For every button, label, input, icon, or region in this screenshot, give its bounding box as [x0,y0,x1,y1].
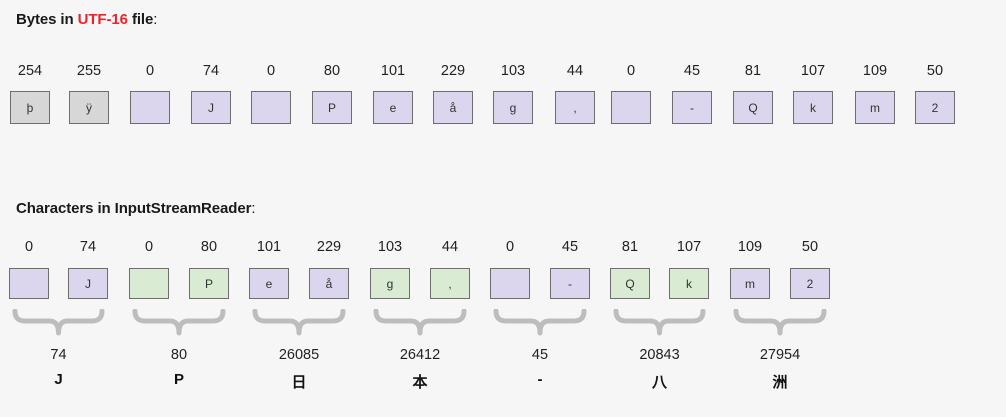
char-byte-box: P [189,268,229,299]
char-byte-box: , [430,268,470,299]
byte-value: 45 [683,63,701,79]
bytes-section-title: Bytes in UTF-16 file: [16,11,158,28]
byte-value: 0 [266,63,276,79]
char-byte-box: Q [610,268,650,299]
byte-value: 107 [800,63,826,79]
char-byte-value: 50 [801,239,819,255]
char-byte-box: 2 [790,268,830,299]
char-byte-value: 103 [377,239,403,255]
byte-value: 254 [17,63,43,79]
byte-box: , [555,91,595,124]
code-point: 26412 [399,347,441,363]
byte-box: - [672,91,712,124]
byte-box: k [793,91,833,124]
decoded-char: 日 [291,374,307,391]
char-byte-value: 45 [561,239,579,255]
code-point: 80 [170,347,188,363]
char-byte-box: - [550,268,590,299]
byte-box: å [433,91,473,124]
char-byte-value: 81 [621,239,639,255]
byte-value: 109 [862,63,888,79]
byte-value: 50 [926,63,944,79]
byte-box: P [312,91,352,124]
byte-box: g [493,91,533,124]
byte-box: e [373,91,413,124]
encoding-highlight: UTF-16 [77,11,128,28]
char-byte-value: 107 [676,239,702,255]
brace-icon [12,309,105,336]
chars-section-title: Characters in InputStreamReader: [16,200,256,217]
byte-value: 255 [76,63,102,79]
byte-box: þ [10,91,50,124]
brace-icon [373,309,467,336]
char-byte-box: e [249,268,289,299]
byte-box: 2 [915,91,955,124]
brace-icon [493,309,587,336]
char-byte-box: m [730,268,770,299]
char-byte-value: 101 [256,239,282,255]
char-byte-box: J [68,268,108,299]
char-byte-box [129,268,169,299]
byte-box: ÿ [69,91,109,124]
code-point: 27954 [759,347,801,363]
byte-box [251,91,291,124]
decoded-char: - [537,371,543,388]
brace-icon [613,309,706,336]
char-byte-value: 229 [316,239,342,255]
char-byte-box [490,268,530,299]
byte-value: 81 [744,63,762,79]
char-byte-value: 0 [144,239,154,255]
code-point: 74 [50,347,67,363]
brace-icon [733,309,827,336]
char-byte-box: k [669,268,709,299]
byte-box [130,91,170,124]
code-point: 20843 [639,347,680,363]
byte-value: 103 [500,63,526,79]
code-point: 26085 [278,347,320,363]
decoded-char: 洲 [772,374,788,391]
byte-value: 0 [145,63,155,79]
char-byte-box: g [370,268,410,299]
char-byte-value: 44 [441,239,459,255]
byte-value: 80 [323,63,341,79]
byte-box: Q [733,91,773,124]
decoded-char: J [54,371,63,388]
byte-value: 0 [626,63,636,79]
char-byte-box: å [309,268,349,299]
decoded-char: 八 [651,374,667,391]
char-byte-value: 80 [200,239,218,255]
byte-value: 74 [202,63,220,79]
char-byte-value: 0 [24,239,34,255]
brace-icon [132,309,226,336]
char-byte-value: 74 [79,239,97,255]
byte-box: m [855,91,895,124]
char-byte-value: 0 [505,239,515,255]
byte-box [611,91,651,124]
byte-value: 44 [566,63,584,79]
byte-value: 229 [440,63,466,79]
char-byte-box [9,268,49,299]
brace-icon [252,309,346,336]
decoded-char: 本 [412,374,428,391]
char-byte-value: 109 [737,239,763,255]
byte-value: 101 [380,63,406,79]
byte-box: J [191,91,231,124]
code-point: 45 [531,347,549,363]
decoded-char: P [173,371,184,388]
